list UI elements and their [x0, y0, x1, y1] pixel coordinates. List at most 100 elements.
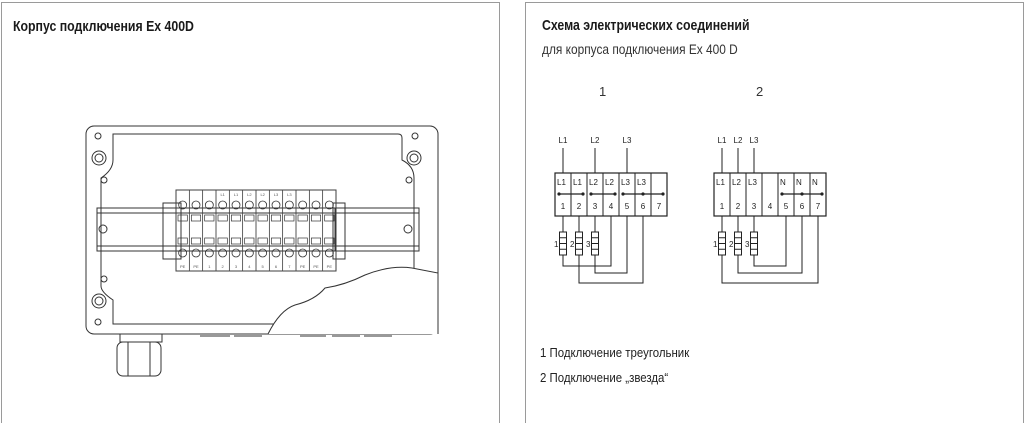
screw-icon	[244, 248, 254, 258]
terminal-top-label: L3	[287, 192, 292, 197]
return-wire	[721, 216, 819, 284]
screw-icon	[204, 200, 214, 210]
terminal-label: 4	[248, 264, 251, 269]
line-label: L2	[734, 136, 743, 145]
screw-icon	[191, 248, 201, 258]
terminal-label: PE	[313, 264, 319, 269]
terminal-label: 5	[262, 264, 265, 269]
terminal-block	[188, 189, 204, 272]
terminal-top-label: L2	[260, 192, 265, 197]
terminal-label: PE	[180, 264, 186, 269]
return-wire	[753, 216, 787, 267]
legend-item-star: 2 Подключение „звезда“	[540, 370, 669, 385]
terminal-top-label: L3	[274, 192, 279, 197]
screw-icon	[231, 200, 241, 210]
terminal-number: 4	[768, 202, 773, 211]
cell-label: L2	[732, 178, 741, 187]
terminal-block	[282, 189, 297, 272]
terminal-label: PE	[193, 264, 199, 269]
screw-icon	[178, 200, 188, 210]
diagram-1-number: 1	[599, 84, 606, 99]
cell-label: L2	[605, 178, 614, 187]
terminal-label: 7	[288, 264, 291, 269]
terminal-number: 3	[593, 202, 598, 211]
terminal-label: 2	[222, 264, 225, 269]
terminal-label: 1	[208, 264, 211, 269]
terminal-block	[228, 189, 244, 272]
coil-number: 1	[554, 240, 559, 249]
terminal-number: 2	[577, 202, 582, 211]
line-label: L3	[623, 136, 632, 145]
terminal-number: 7	[816, 202, 821, 211]
screw-icon	[258, 200, 268, 210]
screw-icon	[311, 200, 321, 210]
wiring-panel: Схема электрических соединений для корпу…	[525, 2, 1024, 423]
screw-icon	[218, 248, 228, 258]
terminal-number: 3	[752, 202, 757, 211]
terminal-number: 7	[657, 202, 662, 211]
terminal-block-outline	[713, 172, 827, 217]
terminal-label: PE	[300, 264, 306, 269]
coil-number: 2	[570, 240, 575, 249]
terminal-number: 1	[561, 202, 566, 211]
line-label: L1	[559, 136, 568, 145]
terminal-label: 3	[235, 264, 238, 269]
terminal-top-label: L1	[220, 192, 225, 197]
screw-icon	[244, 200, 254, 210]
screw-icon	[271, 248, 281, 258]
cell-label: N	[796, 178, 802, 187]
return-wire	[594, 216, 628, 274]
coil-number: 2	[729, 240, 734, 249]
terminal-block	[255, 189, 270, 272]
terminal-block	[295, 189, 310, 272]
terminal-block	[215, 189, 230, 272]
terminal-number: 5	[784, 202, 789, 211]
screw-icon	[298, 200, 308, 210]
return-wire	[562, 216, 612, 267]
diagram-2-number: 2	[756, 84, 763, 99]
terminal-number: 5	[625, 202, 630, 211]
terminal-number: 2	[736, 202, 741, 211]
coil-number: 1	[713, 240, 718, 249]
terminal-block	[242, 189, 257, 272]
screw-icon	[324, 248, 334, 258]
terminal-block	[308, 189, 324, 272]
enclosure-drawing	[85, 125, 439, 377]
line-label: L1	[718, 136, 727, 145]
terminal-number: 6	[641, 202, 646, 211]
enclosure-title: Корпус подключения Ex 400D	[13, 18, 194, 35]
screw-icon	[311, 248, 321, 258]
cell-label: L2	[589, 178, 598, 187]
screw-icon	[218, 200, 228, 210]
terminal-number: 4	[609, 202, 614, 211]
terminal-block	[322, 189, 337, 272]
line-label: L2	[591, 136, 600, 145]
cell-label: L1	[716, 178, 725, 187]
wiring-subtitle: для корпуса подключения Ex 400 D	[542, 41, 738, 57]
terminal-top-label: L1	[234, 192, 239, 197]
wiring-title: Схема электрических соединений	[542, 17, 750, 34]
cell-label: N	[780, 178, 786, 187]
screw-icon	[204, 248, 214, 258]
return-wire	[737, 216, 803, 274]
screw-icon	[271, 200, 281, 210]
terminal-label: PE	[327, 264, 333, 269]
screw-icon	[178, 248, 188, 258]
terminal-block	[268, 189, 284, 272]
coil-number: 3	[586, 240, 591, 249]
terminal-number: 1	[720, 202, 725, 211]
line-label: L3	[750, 136, 759, 145]
cell-label: L1	[557, 178, 566, 187]
terminal-top-label: L2	[247, 192, 252, 197]
cell-label: L3	[637, 178, 646, 187]
screw-icon	[191, 200, 201, 210]
legend-item-delta: 1 Подключение треугольник	[540, 345, 690, 360]
screw-icon	[284, 200, 294, 210]
cell-label: L3	[621, 178, 630, 187]
return-wire	[578, 216, 644, 284]
cell-label: N	[812, 178, 818, 187]
cell-label: L3	[748, 178, 757, 187]
